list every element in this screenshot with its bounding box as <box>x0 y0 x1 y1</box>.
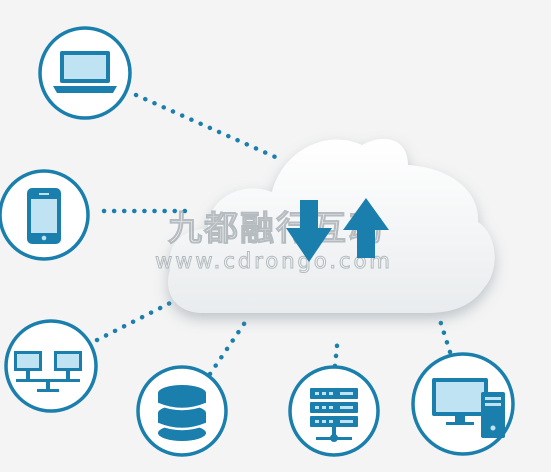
connectors <box>94 92 453 377</box>
connector-server <box>332 333 341 369</box>
network-computers-icon <box>14 351 82 392</box>
smartphone-icon <box>27 188 61 244</box>
desktop-computer-icon <box>432 378 505 438</box>
connector-database <box>207 315 251 377</box>
laptop-icon <box>53 51 117 93</box>
cloud-shape <box>168 138 495 313</box>
cloud <box>168 138 495 313</box>
connector-network <box>94 295 183 343</box>
database-icon <box>157 385 207 441</box>
connector-laptop <box>133 92 285 163</box>
network-node <box>4 319 98 413</box>
upload-arrow-icon <box>343 198 389 258</box>
transfer-arrows <box>286 198 389 262</box>
server-rack-icon <box>310 388 358 442</box>
connector-desktop <box>435 311 453 355</box>
watermark-url: www.cdrongo.com <box>155 249 393 273</box>
download-arrow-icon <box>286 200 332 262</box>
